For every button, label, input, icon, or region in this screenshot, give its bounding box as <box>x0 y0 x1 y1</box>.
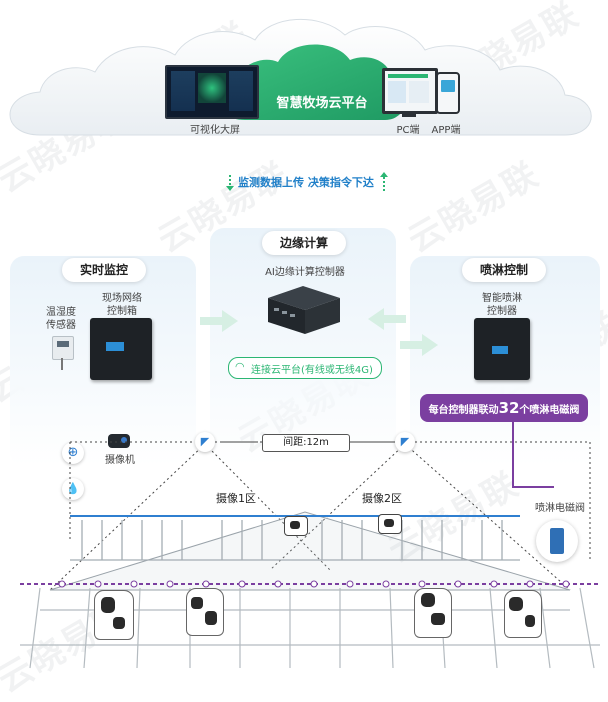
sensor-label: 温湿度 传感器 <box>46 307 76 331</box>
app-label: APP端 <box>431 125 461 136</box>
cow-head <box>378 514 402 534</box>
big-screen-monitor <box>165 65 259 119</box>
pc-stand <box>402 112 416 117</box>
camera-device <box>108 434 130 448</box>
spray-controller-label: 智能喷淋 控制器 <box>482 293 522 317</box>
monitor-title: 实时监控 <box>62 258 146 282</box>
connect-cloud-text: 连接云平台(有线或无线4G) <box>251 365 373 376</box>
pc-monitor <box>382 68 438 114</box>
network-box <box>90 318 152 380</box>
flow-arrow-down <box>229 175 233 189</box>
humidity-icon: 💧 <box>62 478 84 500</box>
cow <box>94 590 134 640</box>
linkage-prefix: 每台控制器联动 <box>428 405 499 416</box>
ai-controller-label: AI边缘计算控制器 <box>265 267 345 278</box>
arrow-to-edge-right <box>368 308 406 330</box>
flow-arrow-up <box>383 177 387 191</box>
linkage-banner: 每台控制器联动32个喷淋电磁阀 <box>420 394 588 422</box>
valve-circle <box>536 520 578 562</box>
edge-title: 边缘计算 <box>262 231 346 255</box>
flow-arrow-up-head <box>380 172 388 177</box>
ai-edge-controller <box>268 286 340 334</box>
spray-cable <box>512 422 514 486</box>
edge-panel <box>210 228 396 466</box>
valve-label: 喷淋电磁阀 <box>535 503 585 514</box>
linkage-suffix: 个喷淋电磁阀 <box>519 405 580 416</box>
spray-title: 喷淋控制 <box>462 258 546 282</box>
camera-2-icon: ◤ <box>395 432 415 452</box>
spacing-label: 间距:12m <box>262 434 350 452</box>
field-structure <box>20 441 600 669</box>
cow <box>504 590 542 638</box>
arrow-to-edge-left <box>200 310 238 332</box>
cow <box>186 588 224 636</box>
cow-head <box>284 516 308 536</box>
flow-arrow-down-head <box>226 186 234 191</box>
sensor-device <box>52 336 74 360</box>
pc-label: PC端 <box>396 125 420 136</box>
zone-1-label: 摄像1区 <box>214 492 258 506</box>
cow <box>414 588 452 638</box>
linkage-number: 32 <box>498 399 520 417</box>
connect-cloud-badge: ◠ 连接云平台(有线或无线4G) <box>228 357 382 379</box>
spray-cable-h <box>512 486 554 488</box>
flow-text: 监测数据上传 决策指令下达 <box>238 176 374 189</box>
arrow-to-spray <box>400 334 438 356</box>
cloud-title: 智慧牧场云平台 <box>276 96 368 111</box>
watermark: 云晓易联 <box>401 154 547 261</box>
cloud-platform: 智慧牧场云平台 可视化大屏 PC端 APP端 <box>0 0 608 150</box>
zone-2-label: 摄像2区 <box>360 492 404 506</box>
cloud-shape <box>9 18 592 136</box>
web-icon: ⊕ <box>62 442 84 464</box>
big-screen-label: 可视化大屏 <box>190 125 240 136</box>
sensor-cable <box>61 358 63 370</box>
camera-1-icon: ◤ <box>195 432 215 452</box>
wifi-icon: ◠ <box>235 360 245 373</box>
spray-controller <box>474 318 530 380</box>
network-box-label: 现场网络 控制箱 <box>102 293 142 317</box>
phone <box>436 72 460 114</box>
camera-label: 摄像机 <box>105 455 135 466</box>
